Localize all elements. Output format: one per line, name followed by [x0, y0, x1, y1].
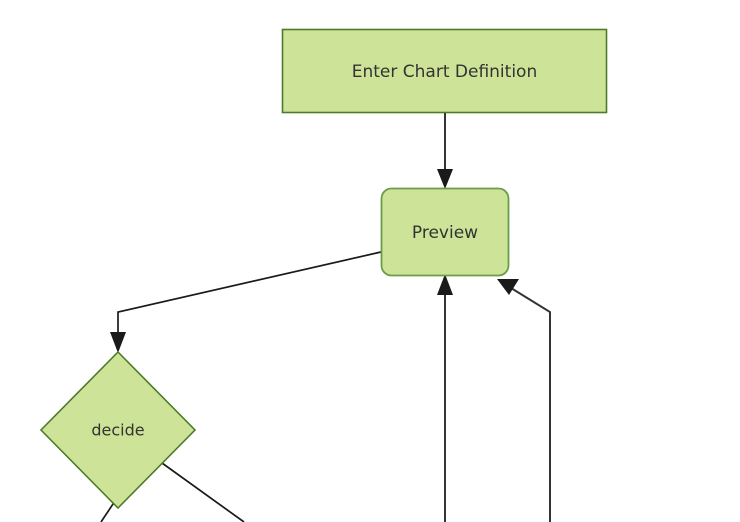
- node-preview-shape: [380, 187, 510, 277]
- node-decide[interactable]: decide: [39, 350, 197, 510]
- node-enter-chart-definition[interactable]: Enter Chart Definition: [281, 28, 608, 114]
- node-decide-label: decide: [91, 421, 144, 440]
- edge-enter-to-preview[interactable]: [437, 113, 453, 189]
- edge-bottom-right-to-preview-arrowhead: [497, 279, 519, 295]
- edge-preview-to-decide-line: [117, 251, 382, 344]
- edge-decide-to-bottom-right[interactable]: [161, 462, 245, 522]
- edge-layer: [100, 113, 551, 522]
- edge-preview-to-decide[interactable]: [110, 251, 382, 353]
- edge-bottom-center-to-preview-arrowhead: [437, 274, 453, 295]
- edge-bottom-right-to-preview[interactable]: [497, 279, 551, 522]
- node-decide-shape: [39, 350, 197, 510]
- node-enter-chart-definition-label: Enter Chart Definition: [352, 62, 537, 82]
- node-layer: Enter Chart Definition Preview decide: [39, 28, 608, 510]
- edge-enter-to-preview-arrowhead: [437, 169, 453, 189]
- edge-preview-to-decide-arrowhead: [110, 332, 126, 353]
- edge-bottom-right-to-preview-line: [510, 287, 551, 522]
- edge-decide-to-bottom-right-line: [161, 462, 245, 522]
- node-enter-chart-definition-shape: [281, 28, 608, 114]
- node-preview[interactable]: Preview: [380, 187, 510, 277]
- node-preview-label: Preview: [412, 223, 478, 243]
- edge-bottom-center-to-preview[interactable]: [437, 274, 453, 522]
